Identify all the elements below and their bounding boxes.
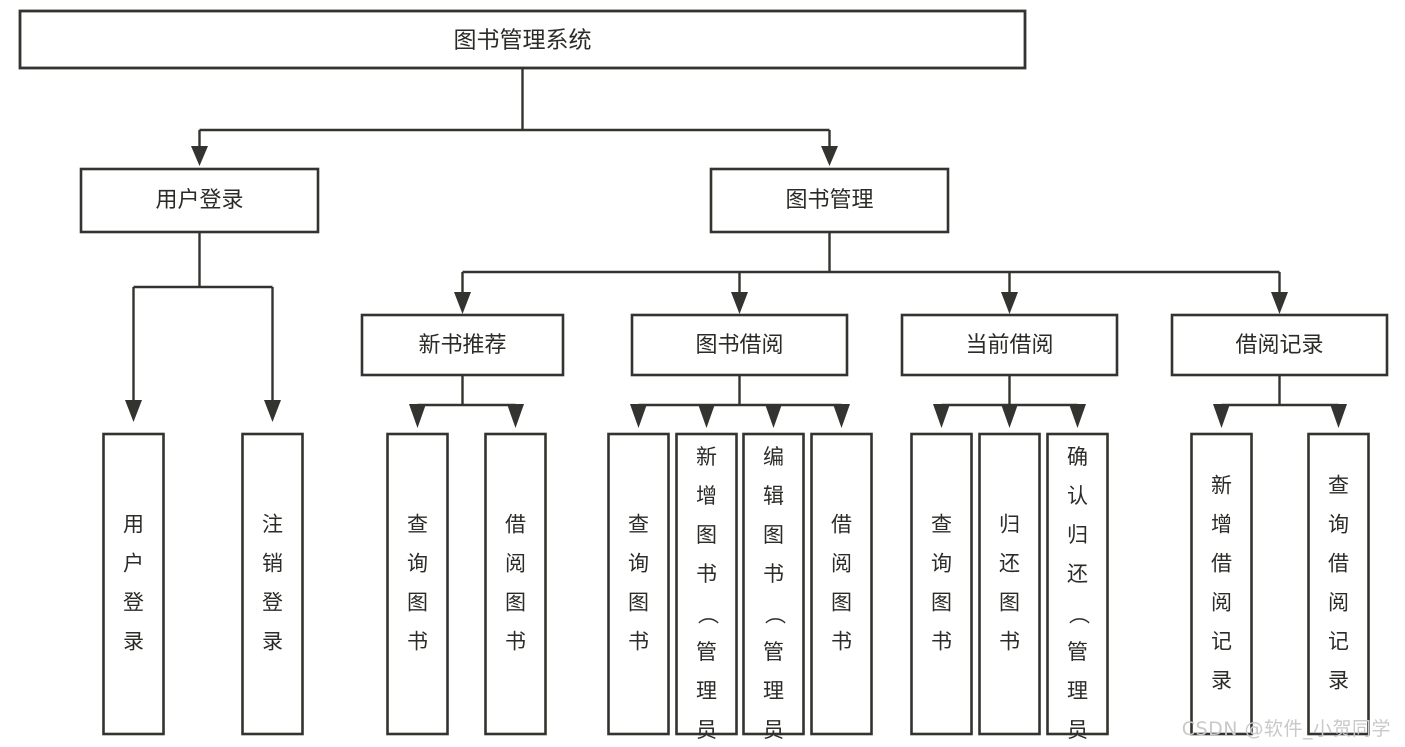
leaf-node-user_login-1[interactable]: 用户登录: [102, 432, 165, 736]
arrow-leaf-new-book-2: [507, 404, 524, 428]
node-borrow-record[interactable]: 借阅记录: [1170, 313, 1389, 377]
arrow-user-login: [191, 146, 208, 166]
node-root-system[interactable]: 图书管理系统: [18, 9, 1027, 70]
node-current-borrow-box[interactable]: [900, 313, 1119, 377]
node-user-login-label: 用户登录: [155, 188, 243, 213]
leaf-node-box[interactable]: [742, 432, 805, 736]
node-user-login-box[interactable]: [79, 167, 320, 234]
node-borrow-record-box[interactable]: [1170, 313, 1389, 377]
arrow-leaf-new-book-1: [409, 404, 426, 428]
arrow-leaf-book-borrow-1: [630, 404, 647, 428]
leaf-node-box[interactable]: [607, 432, 670, 736]
connector-layer: [125, 68, 1347, 428]
leaf-node-box[interactable]: [1046, 432, 1109, 736]
arrow-leaf-borrow-record-2: [1330, 404, 1347, 428]
leaf-node-box[interactable]: [484, 432, 547, 736]
leaf-node-box[interactable]: [1307, 432, 1370, 736]
leaf-node-box[interactable]: [241, 432, 304, 736]
arrow-leaf-borrow-record-1: [1213, 404, 1230, 428]
leaf-node-box[interactable]: [102, 432, 165, 736]
node-user-login[interactable]: 用户登录: [79, 167, 320, 234]
arrow-leaf-book-borrow-4: [833, 404, 850, 428]
node-new-book-recommend[interactable]: 新书推荐: [360, 313, 565, 377]
arrow-leaf-user-login-2: [264, 400, 281, 422]
node-book-manage[interactable]: 图书管理: [709, 167, 950, 234]
node-root-box[interactable]: [18, 9, 1027, 70]
arrow-leaf-user-login-1: [125, 400, 142, 422]
arrow-leaf-current-borrow-1: [933, 404, 950, 428]
arrow-current-borrow: [1001, 292, 1018, 314]
arrow-leaf-current-borrow-2: [1001, 404, 1018, 428]
leaf-node-box[interactable]: [1190, 432, 1253, 736]
arrow-leaf-book-borrow-3: [765, 404, 782, 428]
node-current-borrow[interactable]: 当前借阅: [900, 313, 1119, 377]
arrow-borrow-record: [1271, 292, 1288, 314]
csdn-watermark: CSDN @软件_小贺同学: [1181, 718, 1391, 740]
node-book-borrow[interactable]: 图书借阅: [630, 313, 849, 377]
leaf-node-box[interactable]: [810, 432, 873, 736]
leaf-node-layer: 用户登录注销登录查询图书借阅图书查询图书新增图书（管理员）编辑图书（管理员）借阅…: [102, 432, 1370, 747]
node-root-label: 图书管理系统: [454, 28, 592, 54]
arrow-book-borrow: [731, 292, 748, 314]
leaf-node-box[interactable]: [910, 432, 973, 736]
arrow-new-book: [454, 292, 471, 314]
arrow-book-manage: [821, 146, 838, 166]
node-book-borrow-label: 图书借阅: [695, 333, 783, 358]
node-book-manage-label: 图书管理: [785, 188, 873, 213]
node-book-borrow-box[interactable]: [630, 313, 849, 377]
leaf-node-box[interactable]: [386, 432, 449, 736]
arrow-leaf-book-borrow-2: [698, 404, 715, 428]
node-new-book-recommend-box[interactable]: [360, 313, 565, 377]
node-book-manage-box[interactable]: [709, 167, 950, 234]
arrow-leaf-current-borrow-3: [1069, 404, 1086, 428]
leaf-node-box[interactable]: [978, 432, 1041, 736]
node-new-book-recommend-label: 新书推荐: [418, 333, 506, 358]
node-borrow-record-label: 借阅记录: [1235, 333, 1323, 358]
node-current-borrow-label: 当前借阅: [965, 333, 1053, 358]
leaf-node-box[interactable]: [675, 432, 738, 736]
